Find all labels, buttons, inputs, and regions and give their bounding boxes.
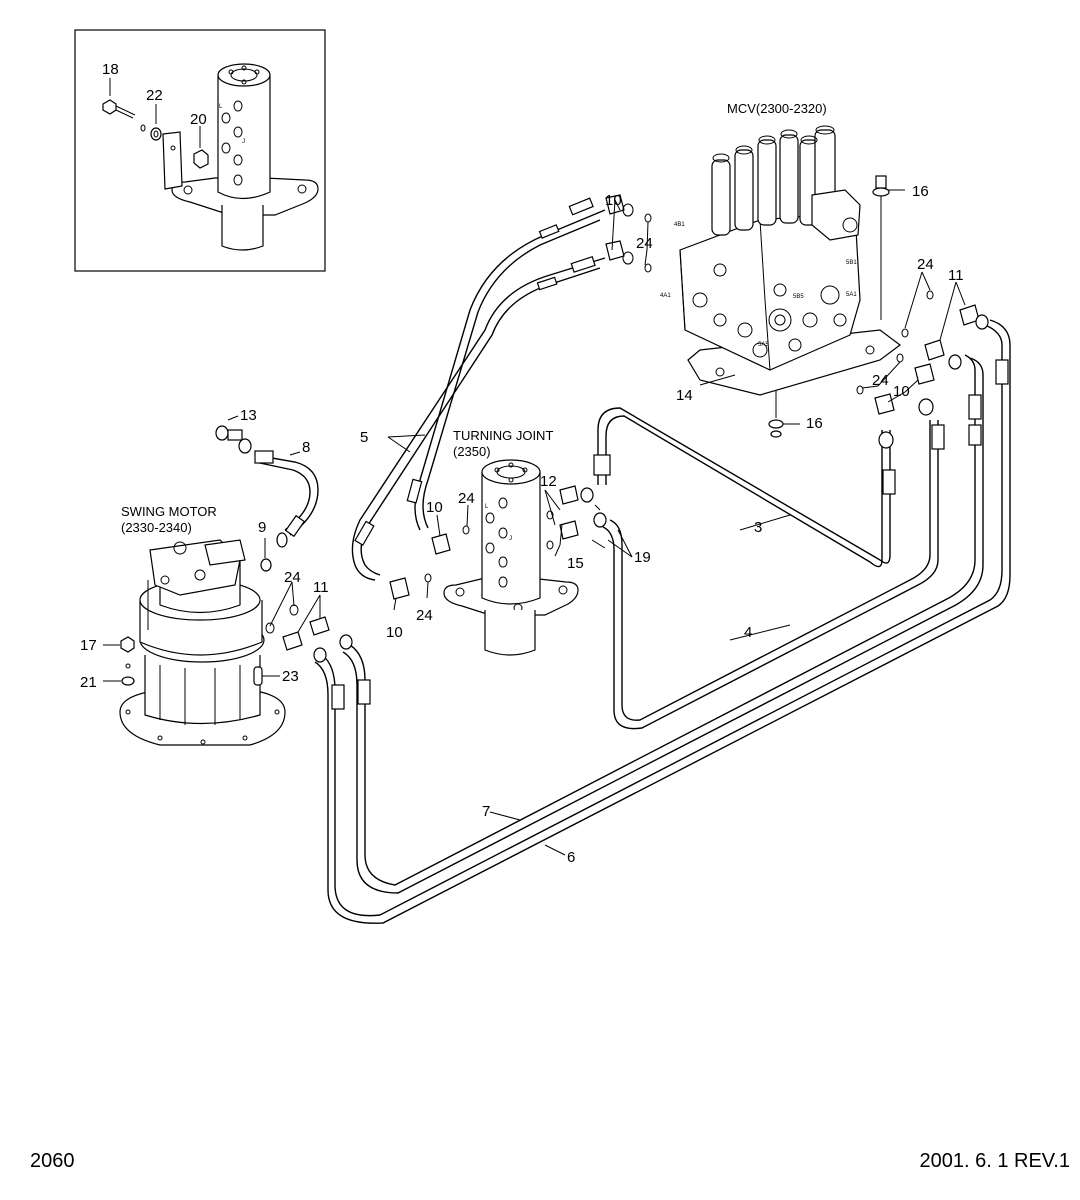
callout-24-mcv: 24 bbox=[636, 235, 653, 252]
callout-11-mcv: 11 bbox=[948, 267, 964, 284]
callout-8: 8 bbox=[302, 439, 310, 456]
mcv-right-fittings bbox=[856, 290, 989, 449]
mcv-port-mark-5b5: 5B5 bbox=[793, 294, 804, 300]
swing-motor-code: (2330-2340) bbox=[121, 520, 192, 535]
mcv-title: MCV(2300-2320) bbox=[727, 101, 827, 116]
callout-3: 3 bbox=[754, 519, 762, 536]
callout-9: 9 bbox=[258, 519, 266, 536]
mcv-port-mark-4b1: 4B1 bbox=[674, 222, 685, 228]
callout-20: 20 bbox=[190, 111, 207, 128]
tj-port-mark-j: J bbox=[509, 536, 512, 542]
mcv-port-mark-4a1: 4A1 bbox=[660, 293, 671, 299]
callout-5: 5 bbox=[360, 429, 368, 446]
hose-4 bbox=[602, 420, 939, 730]
callout-24-tj-lower: 24 bbox=[416, 607, 433, 624]
mcv-port-mark-5a1: 5A1 bbox=[846, 292, 857, 298]
turning-joint-assembly: L J TURNING JOINT (2350) bbox=[443, 428, 579, 656]
revision-date: 2001. 6. 1 REV.1 bbox=[919, 1150, 1071, 1172]
callout-7: 7 bbox=[482, 803, 490, 820]
callout-10-mcv-lower: 10 bbox=[893, 383, 910, 400]
callout-10-mcv: 10 bbox=[605, 192, 622, 209]
hose-3 bbox=[593, 407, 891, 568]
swing-motor-title: SWING MOTOR bbox=[121, 504, 217, 519]
flange-fittings-12-15 bbox=[546, 485, 607, 550]
callout-10-tj-upper: 10 bbox=[426, 499, 443, 516]
callout-16-top: 16 bbox=[912, 183, 929, 200]
callout-24-mcv-lower: 24 bbox=[872, 372, 889, 389]
callout-23: 23 bbox=[282, 668, 299, 685]
callout-17: 17 bbox=[80, 637, 97, 654]
callout-6: 6 bbox=[567, 849, 575, 866]
callout-24-mcv-right: 24 bbox=[917, 256, 934, 273]
hose-6 bbox=[314, 319, 1011, 924]
callout-16-bottom: 16 bbox=[806, 415, 823, 432]
hose-7 bbox=[342, 354, 984, 894]
mcv-port-mark-5b1: 5B1 bbox=[846, 260, 857, 266]
fitting-13 bbox=[215, 425, 252, 454]
callout-18: 18 bbox=[102, 61, 119, 78]
callout-24-motor: 24 bbox=[284, 569, 301, 586]
tj-port-mark-l: L bbox=[485, 504, 489, 510]
mcv-assembly: 4B1 4A1 5B5 5A5 5B1 5A1 MCV(2300-2320) bbox=[660, 101, 901, 396]
callout-4: 4 bbox=[744, 624, 752, 641]
hose-8 bbox=[254, 450, 319, 538]
callout-12: 12 bbox=[540, 473, 557, 490]
swing-motor-fittings bbox=[120, 558, 299, 686]
elbow-fittings-10-tj bbox=[389, 525, 470, 600]
detail-inset: L J 18 22 20 bbox=[74, 29, 326, 272]
callout-13: 13 bbox=[240, 407, 257, 424]
callout-10-tj-lower: 10 bbox=[386, 624, 403, 641]
mcv-port-mark-5a5: 5A5 bbox=[758, 342, 769, 348]
page-number: 2060 bbox=[30, 1150, 75, 1172]
callout-22: 22 bbox=[146, 87, 163, 104]
bolt-16-bottom bbox=[768, 390, 800, 438]
turning-joint-title: TURNING JOINT bbox=[453, 428, 553, 443]
inset-port-mark-l: L bbox=[219, 104, 223, 110]
bolt-16-top bbox=[872, 175, 905, 320]
callout-24-tj-upper: 24 bbox=[458, 490, 475, 507]
turning-joint-code: (2350) bbox=[453, 444, 491, 459]
callout-14: 14 bbox=[676, 387, 693, 404]
hose-5 bbox=[351, 197, 606, 581]
callout-21: 21 bbox=[80, 674, 97, 691]
callout-11-motor: 11 bbox=[313, 579, 329, 596]
inset-port-mark-j: J bbox=[242, 139, 245, 145]
callout-19: 19 bbox=[634, 549, 651, 566]
adapters-11-motor bbox=[282, 616, 353, 663]
swing-motor-assembly: SWING MOTOR (2330-2340) bbox=[119, 504, 286, 746]
callout-15: 15 bbox=[567, 555, 584, 572]
